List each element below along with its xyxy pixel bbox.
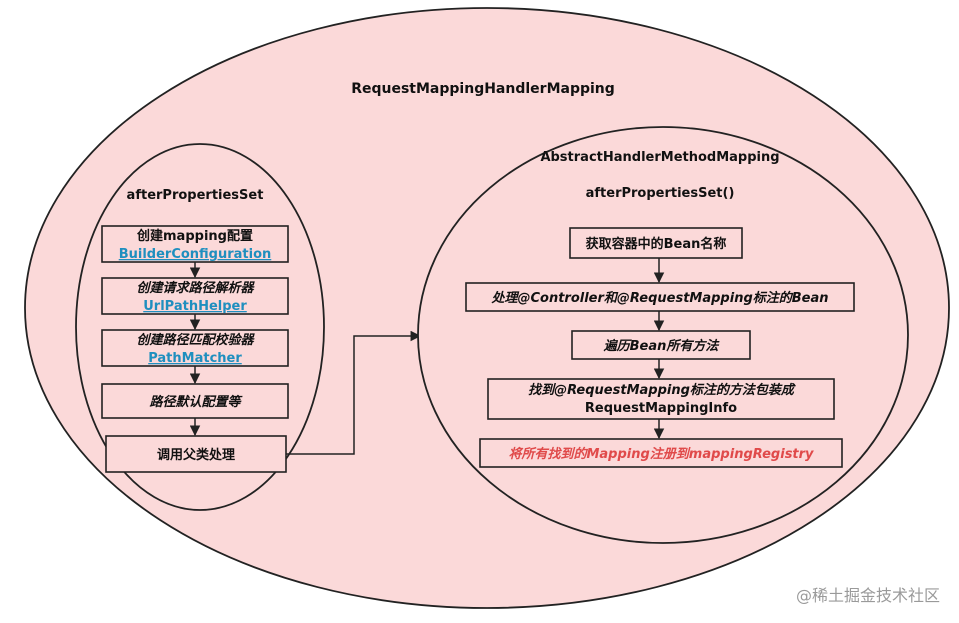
- left-step-2-line1: 创建请求路径解析器: [136, 280, 255, 296]
- right-step-4-line2: RequestMappingInfo: [585, 401, 737, 416]
- right-step-1: 获取容器中的Bean名称: [569, 227, 743, 259]
- outer-title: RequestMappingHandlerMapping: [351, 81, 615, 97]
- left-step-4: 路径默认配置等: [101, 383, 289, 419]
- left-step-3-line1: 创建路径匹配校验器: [136, 332, 255, 348]
- left-step-2: 创建请求路径解析器 UrlPathHelper: [101, 277, 289, 315]
- watermark: @稀土掘金技术社区: [796, 586, 940, 605]
- right-step-5-line1: 将所有找到的Mapping注册到mappingRegistry: [508, 446, 814, 462]
- right-step-4: 找到@RequestMapping标注的方法包装成 RequestMapping…: [487, 378, 835, 420]
- left-step-1-line1: 创建mapping配置: [136, 228, 253, 244]
- connector-arrow: [286, 330, 422, 455]
- right-step-3: 遍历Bean所有方法: [571, 330, 751, 360]
- left-title: afterPropertiesSet: [127, 188, 264, 203]
- left-step-3: 创建路径匹配校验器 PathMatcher: [101, 329, 289, 367]
- left-step-2-line2: UrlPathHelper: [143, 299, 247, 314]
- right-subtitle: afterPropertiesSet(): [586, 186, 735, 201]
- left-step-5-line1: 调用父类处理: [157, 447, 235, 463]
- right-step-5: 将所有找到的Mapping注册到mappingRegistry: [479, 438, 843, 468]
- left-step-4-line1: 路径默认配置等: [149, 394, 243, 410]
- right-title: AbstractHandlerMethodMapping: [540, 150, 779, 165]
- right-step-1-line1: 获取容器中的Bean名称: [586, 236, 727, 252]
- right-step-2: 处理@Controller和@RequestMapping标注的Bean: [465, 282, 855, 312]
- right-step-3-line1: 遍历Bean所有方法: [603, 338, 721, 354]
- left-step-1-line2: BuilderConfiguration: [119, 247, 272, 262]
- right-step-2-line1: 处理@Controller和@RequestMapping标注的Bean: [490, 290, 828, 306]
- left-step-3-line2: PathMatcher: [148, 351, 242, 366]
- left-step-1: 创建mapping配置 BuilderConfiguration: [101, 225, 289, 263]
- left-step-5: 调用父类处理: [105, 435, 287, 473]
- right-step-4-line1: 找到@RequestMapping标注的方法包装成: [528, 382, 796, 398]
